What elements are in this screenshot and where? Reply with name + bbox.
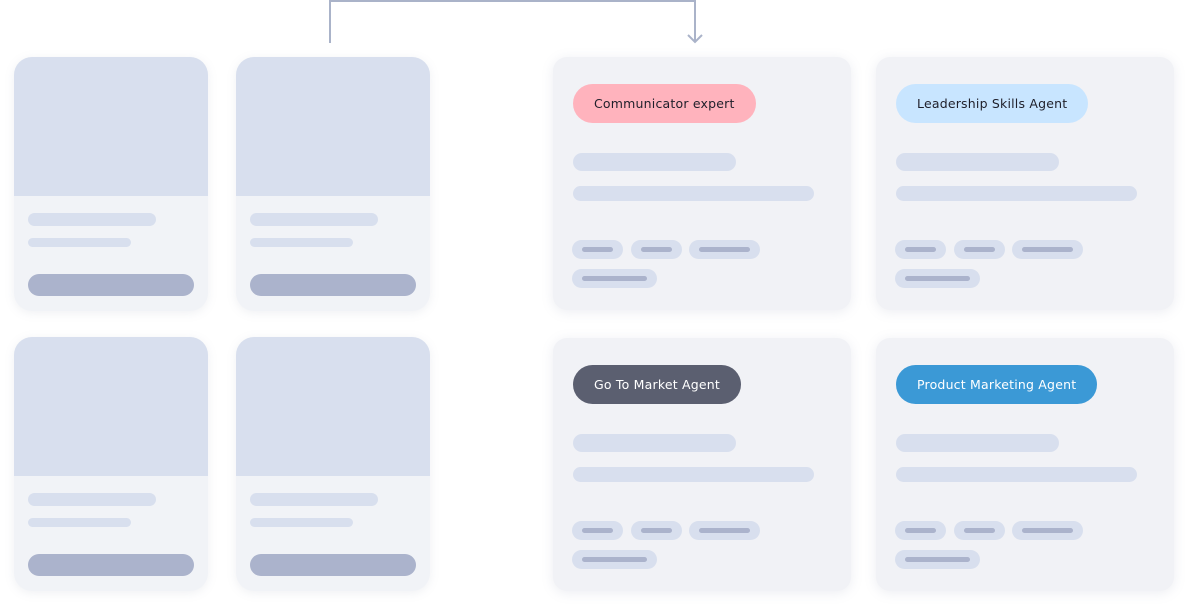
placeholder-image <box>236 337 430 476</box>
placeholder-tag <box>895 240 946 259</box>
agent-card-go-to-market[interactable]: Go To Market Agent <box>553 338 851 591</box>
placeholder-button <box>250 554 416 576</box>
placeholder-title <box>28 493 156 506</box>
agent-badge: Product Marketing Agent <box>896 365 1098 404</box>
placeholder-card <box>236 337 430 591</box>
placeholder-image <box>236 57 430 196</box>
agent-badge: Leadership Skills Agent <box>896 84 1089 123</box>
placeholder-tag <box>572 269 657 288</box>
placeholder-tag <box>631 240 682 259</box>
placeholder-tag <box>689 240 760 259</box>
placeholder-subtitle <box>250 518 353 527</box>
placeholder-description <box>896 186 1137 201</box>
placeholder-tag <box>954 240 1005 259</box>
placeholder-tag <box>572 550 657 569</box>
placeholder-tag <box>631 521 682 540</box>
flow-connector-arrow <box>329 0 703 44</box>
agent-card-communicator[interactable]: Communicator expert <box>553 57 851 310</box>
placeholder-title <box>250 213 378 226</box>
placeholder-subtitle <box>250 238 353 247</box>
placeholder-tag <box>1012 521 1083 540</box>
placeholder-title <box>250 493 378 506</box>
placeholder-card <box>14 57 208 311</box>
placeholder-button <box>28 274 194 296</box>
placeholder-title <box>896 153 1059 171</box>
placeholder-description <box>573 186 814 201</box>
placeholder-tag <box>895 521 946 540</box>
placeholder-description <box>896 467 1137 482</box>
placeholder-description <box>573 467 814 482</box>
placeholder-tag <box>572 521 623 540</box>
placeholder-tag <box>572 240 623 259</box>
placeholder-subtitle <box>28 238 131 247</box>
placeholder-button <box>250 274 416 296</box>
placeholder-title <box>573 434 736 452</box>
agent-card-leadership[interactable]: Leadership Skills Agent <box>876 57 1174 310</box>
placeholder-tag <box>895 269 980 288</box>
placeholder-title <box>28 213 156 226</box>
placeholder-tag <box>1012 240 1083 259</box>
placeholder-tag <box>954 521 1005 540</box>
placeholder-card <box>14 337 208 591</box>
agent-card-product-marketing[interactable]: Product Marketing Agent <box>876 338 1174 591</box>
placeholder-tag <box>895 550 980 569</box>
agent-badge: Go To Market Agent <box>573 365 741 404</box>
placeholder-image <box>14 337 208 476</box>
placeholder-title <box>573 153 736 171</box>
placeholder-tag <box>689 521 760 540</box>
placeholder-title <box>896 434 1059 452</box>
placeholder-image <box>14 57 208 196</box>
placeholder-button <box>28 554 194 576</box>
agent-badge: Communicator expert <box>573 84 756 123</box>
placeholder-subtitle <box>28 518 131 527</box>
placeholder-card <box>236 57 430 311</box>
